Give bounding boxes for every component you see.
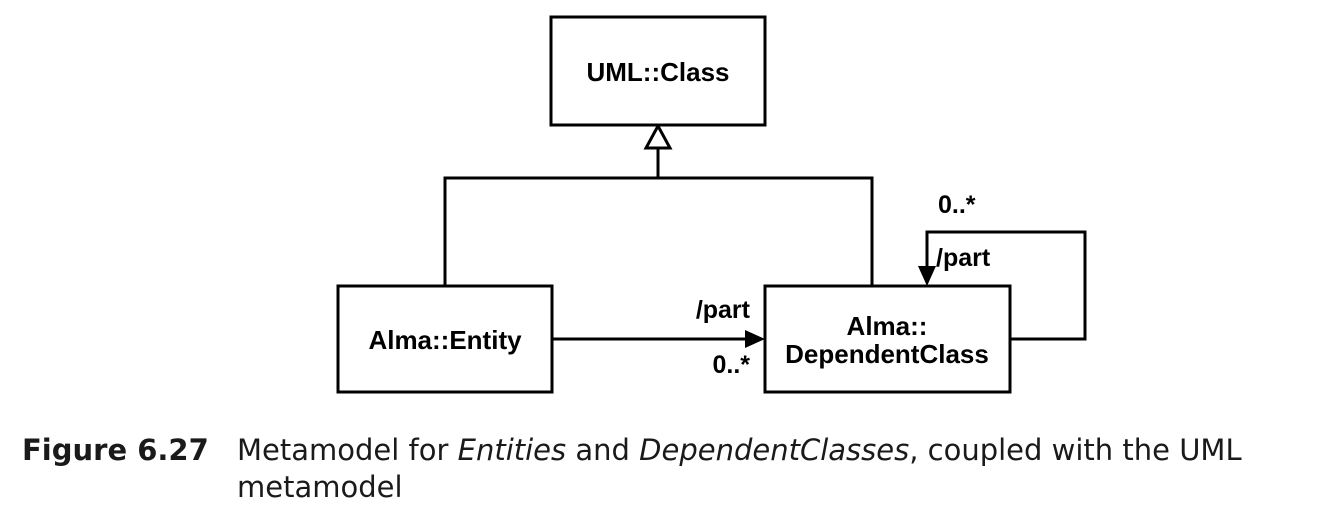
class-alma-entity: Alma::Entity — [336, 284, 554, 394]
caption-text-part3: , coupled with the UML metamodel — [237, 433, 1242, 504]
class-uml-class-name: UML::Class — [586, 57, 729, 87]
caption-emphasis-entities: Entities — [457, 433, 567, 467]
association-entity-dependent — [552, 330, 765, 348]
generalization-connector — [443, 122, 874, 286]
class-alma-entity-name: Alma::Entity — [368, 325, 522, 355]
figure-number: Figure 6.27 — [22, 433, 209, 467]
association-multiplicity-label: 0..* — [712, 351, 750, 379]
class-uml-class: UML::Class — [549, 15, 767, 127]
caption-emphasis-dependentclasses: DependentClasses — [639, 433, 910, 467]
caption-text-part1: Metamodel for — [237, 433, 458, 467]
class-dependent-name-line1: Alma:: — [847, 311, 928, 341]
uml-diagram: UML::Class Alma::Entity Alma:: Dependent… — [336, 15, 1087, 394]
association-self — [918, 230, 1087, 341]
figure-caption: Figure 6.27 Metamodel for Entities and D… — [22, 432, 1322, 504]
self-association-multiplicity-label: 0..* — [938, 191, 976, 219]
caption-text: Metamodel for Entities and DependentClas… — [237, 432, 1317, 506]
self-association-arrowhead — [918, 266, 936, 286]
association-arrowhead — [745, 330, 765, 348]
class-alma-dependent-class: Alma:: DependentClass — [763, 284, 1012, 394]
association-role-label: /part — [696, 296, 751, 324]
generalization-arrowhead — [643, 122, 673, 150]
class-dependent-name-line2: DependentClass — [785, 339, 989, 369]
self-association-role-label: /part — [936, 244, 991, 272]
caption-text-part2: and — [566, 433, 640, 467]
